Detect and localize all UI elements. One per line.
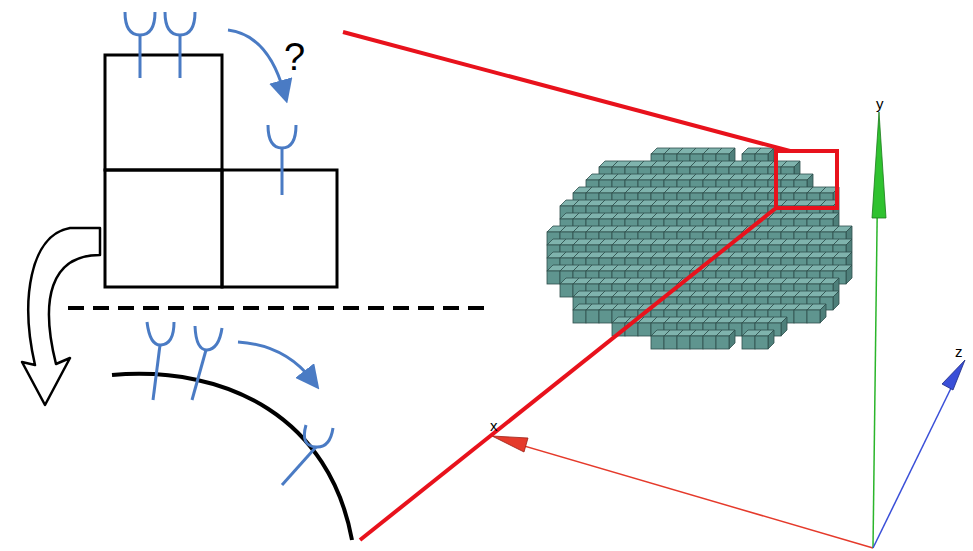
voxel-face	[677, 336, 690, 349]
voxel-face	[599, 310, 612, 323]
voxel-face	[690, 336, 703, 349]
axes	[492, 112, 965, 548]
axis-label: x	[490, 418, 498, 433]
membrane-receptors	[147, 322, 333, 485]
axis-label: z	[955, 344, 963, 359]
voxel-face	[755, 336, 768, 349]
voxel-face	[703, 336, 716, 349]
voxel-face	[547, 271, 560, 284]
hollow-arrow	[22, 228, 100, 405]
voxel-face	[833, 291, 839, 310]
voxel-face	[729, 330, 735, 349]
voxel-blob	[547, 148, 852, 349]
voxel-face	[846, 265, 852, 284]
voxel-squares	[105, 55, 337, 287]
receptors	[125, 12, 296, 195]
separator-line	[68, 306, 490, 310]
voxel-face	[820, 304, 826, 323]
voxel-face	[742, 336, 755, 349]
voxel-face	[586, 310, 599, 323]
voxel-face	[573, 310, 586, 323]
voxel-face	[560, 284, 573, 297]
question-mark: ?	[284, 38, 305, 76]
voxel-face	[781, 317, 787, 336]
voxel-face	[651, 336, 664, 349]
voxel-face	[638, 323, 651, 336]
zoom-callout	[343, 32, 837, 540]
membrane-curve	[112, 374, 352, 540]
voxel-face	[807, 310, 820, 323]
voxel-face	[768, 330, 774, 349]
voxel-face	[716, 336, 729, 349]
voxel-face	[664, 336, 677, 349]
axis-label: y	[876, 96, 884, 111]
voxel-face	[794, 310, 807, 323]
